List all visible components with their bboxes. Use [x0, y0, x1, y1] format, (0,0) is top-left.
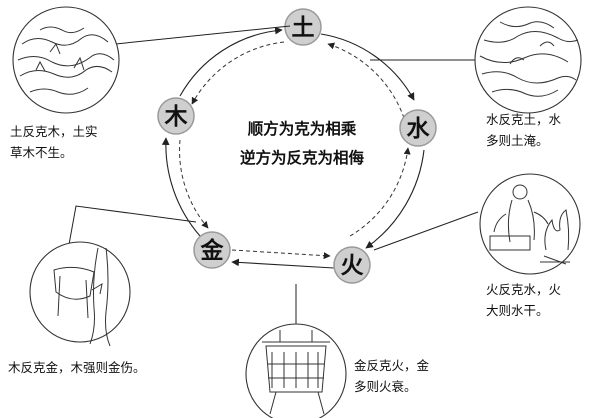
arrow-water-to-earth — [327, 42, 405, 119]
arrow-wood-to-metal — [179, 139, 209, 229]
caption-wood-over-metal: 木反克金，木强则金伤。 — [8, 360, 146, 375]
node-fire: 火 — [333, 246, 371, 284]
illustration-water-over-earth — [474, 6, 582, 114]
illustration-wood-over-metal — [29, 241, 131, 347]
node-wood-label: 木 — [164, 104, 188, 130]
caption-water-over-earth-line-1: 水反克土，水 — [486, 112, 562, 127]
arrow-wood-to-earth — [179, 26, 283, 97]
caption-earth-over-wood-line-1: 土反克木，土实 — [10, 124, 98, 139]
node-earth: 土 — [284, 8, 322, 46]
dashed-cycle — [179, 41, 411, 260]
illustration-earth-over-wood — [12, 6, 120, 114]
arrow-earth-to-wood — [191, 41, 285, 105]
node-fire-label: 火 — [341, 253, 364, 279]
caption-metal-over-fire-line-2: 多则火衰。 — [354, 379, 417, 394]
arrow-metal-to-wood — [161, 137, 201, 237]
arrow-fire-to-metal — [231, 258, 335, 269]
illustration-fire-over-water — [479, 173, 581, 275]
node-metal: 金 — [193, 231, 231, 269]
center-line-2: 逆方为反克为相侮 — [240, 148, 365, 167]
center-line-1: 顺方为克为相乘 — [248, 119, 357, 138]
node-earth-label: 土 — [292, 15, 315, 41]
caption-fire-over-water-line-1: 火反克水，火 — [486, 282, 562, 297]
node-wood: 木 — [157, 97, 195, 135]
solid-cycle — [161, 26, 425, 269]
arrow-earth-to-water — [320, 33, 415, 101]
caption-fire-over-water-line-2: 大则水干。 — [486, 303, 549, 318]
illustration-metal-over-fire — [245, 323, 347, 418]
node-water: 水 — [399, 109, 437, 147]
caption-water-over-earth-line-2: 多则土淹。 — [486, 133, 549, 148]
arrow-water-to-fire — [365, 149, 425, 249]
node-metal-label: 金 — [200, 237, 225, 264]
caption-metal-over-fire-line-1: 金反克火，金 — [354, 358, 430, 373]
node-water-label: 水 — [407, 116, 431, 142]
connector-lines — [67, 25, 520, 332]
caption-earth-over-wood-line-2: 草木不生。 — [10, 145, 73, 160]
arrow-metal-to-fire — [231, 249, 331, 260]
